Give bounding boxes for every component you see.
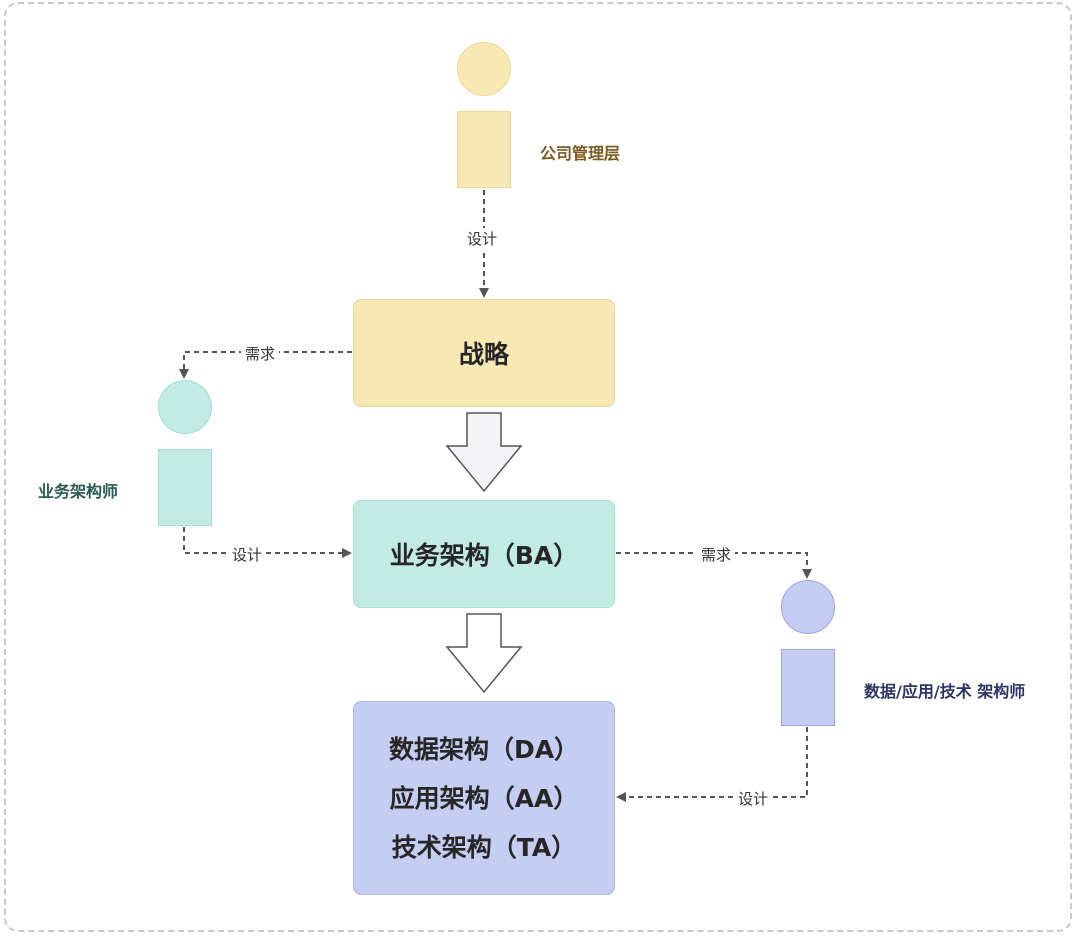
diagram-frame — [4, 2, 1072, 932]
edge-label-business-design: 设计 — [228, 544, 267, 565]
business-architecture-label: 业务架构（BA） — [389, 541, 579, 570]
management-role-label: 公司管理层 — [540, 144, 621, 163]
strategy-box: 战略 — [353, 299, 615, 407]
application-architecture-label: 应用架构（AA） — [389, 783, 579, 813]
edge-label-management-design: 设计 — [463, 228, 502, 249]
business-architect-body-icon — [158, 449, 212, 526]
business-architect-head-icon — [158, 380, 212, 434]
business-architect-role-label: 业务架构师 — [38, 482, 119, 501]
data-architect-role-label: 数据/应用/技术 架构师 — [864, 682, 1026, 701]
edge-label-data-design: 设计 — [734, 788, 773, 809]
edge-strategy-to-business-architect — [179, 351, 352, 379]
flow-arrow-strategy-to-ba — [445, 412, 523, 493]
edge-business-architect-to-ba — [183, 527, 352, 558]
edge-ba-to-data-architect — [616, 552, 812, 579]
flow-arrow-ba-to-tech — [445, 613, 523, 694]
data-architecture-label: 数据架构（DA） — [388, 734, 580, 764]
management-person-head-icon — [457, 42, 511, 96]
strategy-label: 战略 — [458, 340, 509, 369]
edge-data-architect-to-tech — [616, 727, 808, 802]
business-architecture-box: 业务架构（BA） — [353, 500, 615, 608]
technology-architecture-label: 技术架构（TA） — [391, 832, 577, 862]
edge-label-ba-requirement: 需求 — [697, 544, 736, 565]
data-architect-body-icon — [781, 649, 835, 726]
data-architect-head-icon — [781, 580, 835, 634]
technical-architectures-box: 数据架构（DA） 应用架构（AA） 技术架构（TA） — [353, 701, 615, 895]
management-person-body-icon — [457, 111, 511, 188]
edge-label-strategy-requirement: 需求 — [241, 343, 280, 364]
